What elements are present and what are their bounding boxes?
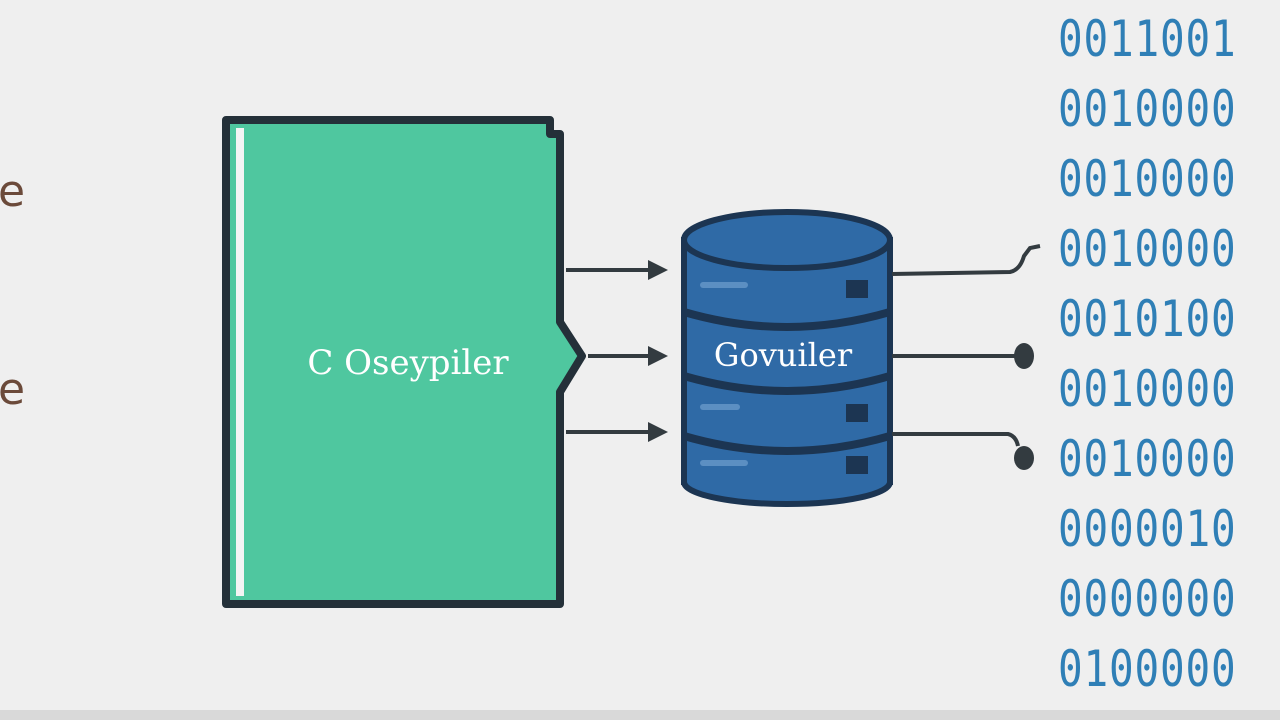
output-line-bottom (892, 432, 1020, 447)
output-node-middle (1014, 343, 1034, 369)
output-node-bottom (1014, 446, 1034, 470)
binary-line: 0000010 (1058, 500, 1237, 558)
compiler-box: C Oseypiler (222, 116, 586, 608)
left-text-fragment-1: e (0, 166, 26, 217)
binary-line: 0010100 (1058, 290, 1237, 348)
binary-line: 0100000 (1058, 640, 1237, 698)
output-connectors (891, 244, 1041, 470)
binary-line: 0000000 (1058, 570, 1237, 628)
compiler-label: C Oseypiler (307, 343, 509, 383)
bottom-divider (0, 710, 1280, 720)
compiler-box-highlight (236, 128, 244, 596)
binary-line: 0010000 (1058, 430, 1237, 488)
binary-line: 0010000 (1058, 360, 1237, 418)
binary-line: 0010000 (1058, 150, 1237, 208)
database-icon: Govuiler (681, 209, 893, 507)
binary-line: 0010000 (1058, 80, 1237, 138)
input-arrows (566, 260, 668, 442)
database-label: Govuiler (714, 336, 853, 374)
output-line-top (891, 244, 1041, 276)
binary-line: 0010000 (1058, 220, 1237, 278)
binary-line: 0011001 (1058, 10, 1237, 68)
binary-output-column: 0011001 0010000 0010000 0010000 0010100 … (1058, 6, 1280, 706)
left-text-fragment-2: e (0, 364, 26, 415)
